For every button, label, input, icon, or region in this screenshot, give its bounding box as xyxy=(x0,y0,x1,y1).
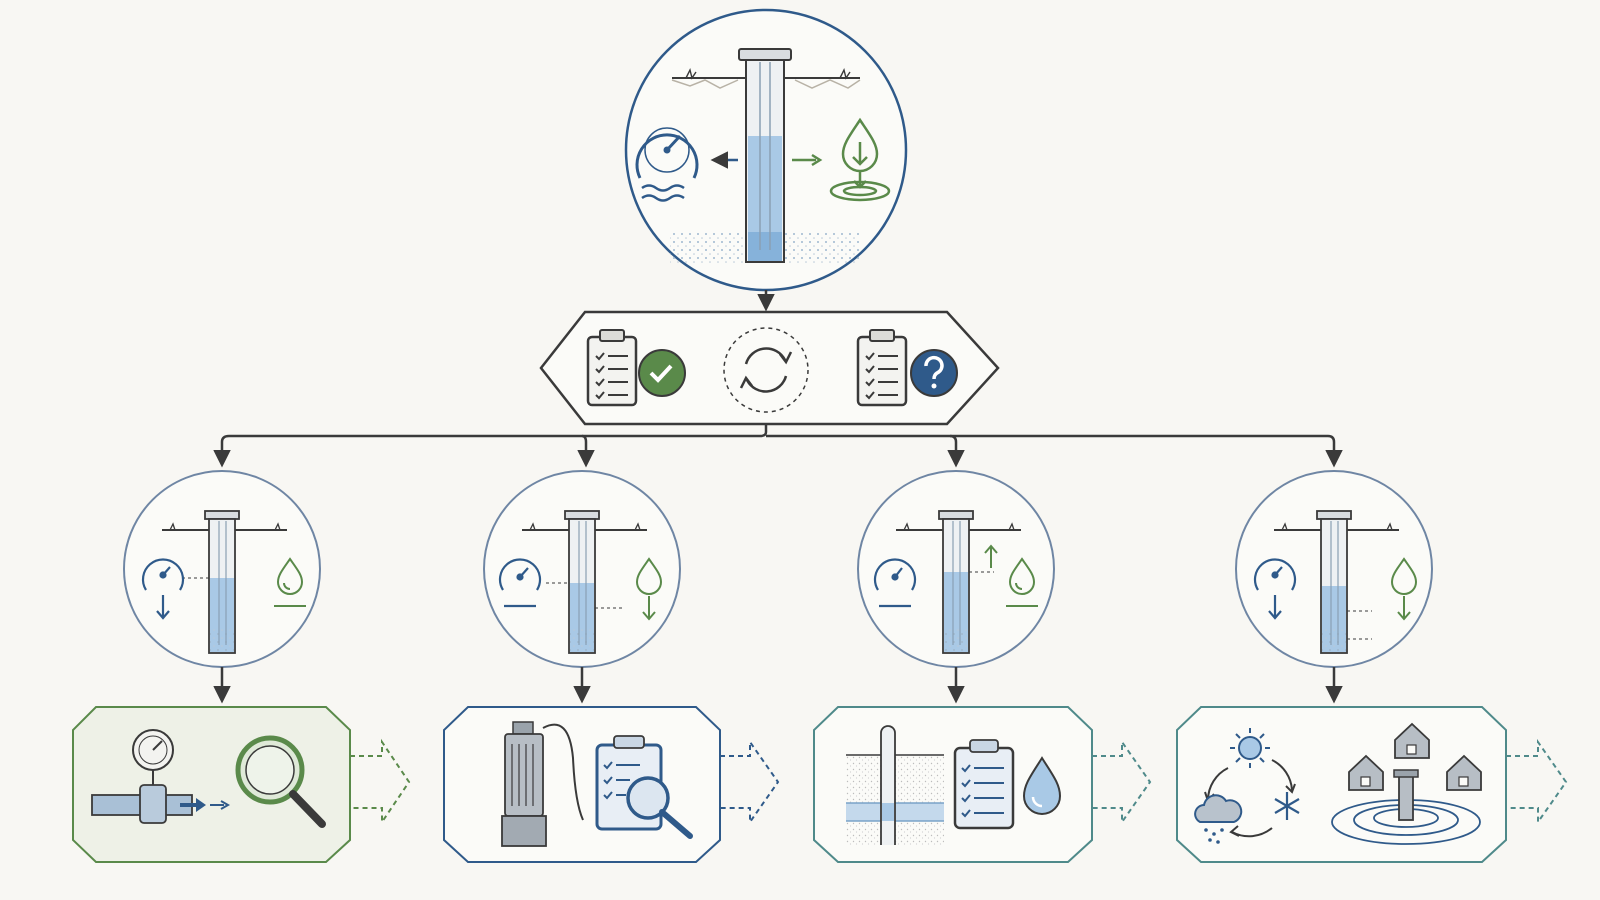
submersible-pump-icon xyxy=(501,721,584,847)
branch-level-rise xyxy=(813,470,1152,863)
pressure-gauge-icon xyxy=(635,127,699,179)
checklist-question-icon xyxy=(856,329,958,407)
branch-level-drop xyxy=(443,470,780,863)
gauge-down-icon xyxy=(141,558,185,620)
well-state-node xyxy=(1235,470,1433,668)
decision-node xyxy=(539,310,1000,426)
well-icon xyxy=(564,510,600,654)
well-icon xyxy=(204,510,240,654)
well-icon xyxy=(1316,510,1352,654)
well-casing-icon xyxy=(738,48,792,263)
well-up-icon xyxy=(938,510,974,654)
weather-cycle-icon xyxy=(1194,728,1300,844)
waves-icon xyxy=(641,184,685,202)
magnifier-icon xyxy=(235,735,326,828)
next-step-arrow-icon xyxy=(350,738,411,826)
houses-well-icon xyxy=(1331,722,1482,845)
action-node xyxy=(443,706,721,863)
drop-icon xyxy=(274,557,306,607)
action-node xyxy=(1176,706,1507,863)
cycle-icon xyxy=(723,327,809,413)
house-icon xyxy=(1348,722,1482,791)
pipe-gauge-icon xyxy=(91,729,231,824)
next-step-arrow-icon xyxy=(1506,738,1568,826)
checklist-icon xyxy=(953,739,1015,830)
checklist-check-icon xyxy=(586,329,686,407)
branch-pressure-drop xyxy=(72,470,411,863)
well-state-node xyxy=(857,470,1055,668)
branch-connectors xyxy=(213,424,1343,468)
drop-icon xyxy=(1006,557,1038,607)
gauge-down-icon xyxy=(1253,558,1297,620)
drop-down-icon xyxy=(635,557,663,621)
water-drop-icon xyxy=(1022,756,1062,815)
gauge-icon xyxy=(498,558,542,608)
branch-seasonal xyxy=(1176,470,1568,863)
root-well-node xyxy=(624,8,908,292)
clipboard-inspect-icon xyxy=(595,735,693,839)
well-state-node xyxy=(123,470,321,668)
well-section-icon xyxy=(846,725,944,845)
next-step-arrow-icon xyxy=(1092,738,1152,826)
action-node xyxy=(72,706,351,863)
well-state-node xyxy=(483,470,681,668)
next-step-arrow-icon xyxy=(720,738,780,826)
drop-down-icon xyxy=(1390,557,1418,621)
water-drop-down-icon xyxy=(829,117,891,202)
action-node xyxy=(813,706,1093,863)
gauge-icon xyxy=(873,558,917,608)
